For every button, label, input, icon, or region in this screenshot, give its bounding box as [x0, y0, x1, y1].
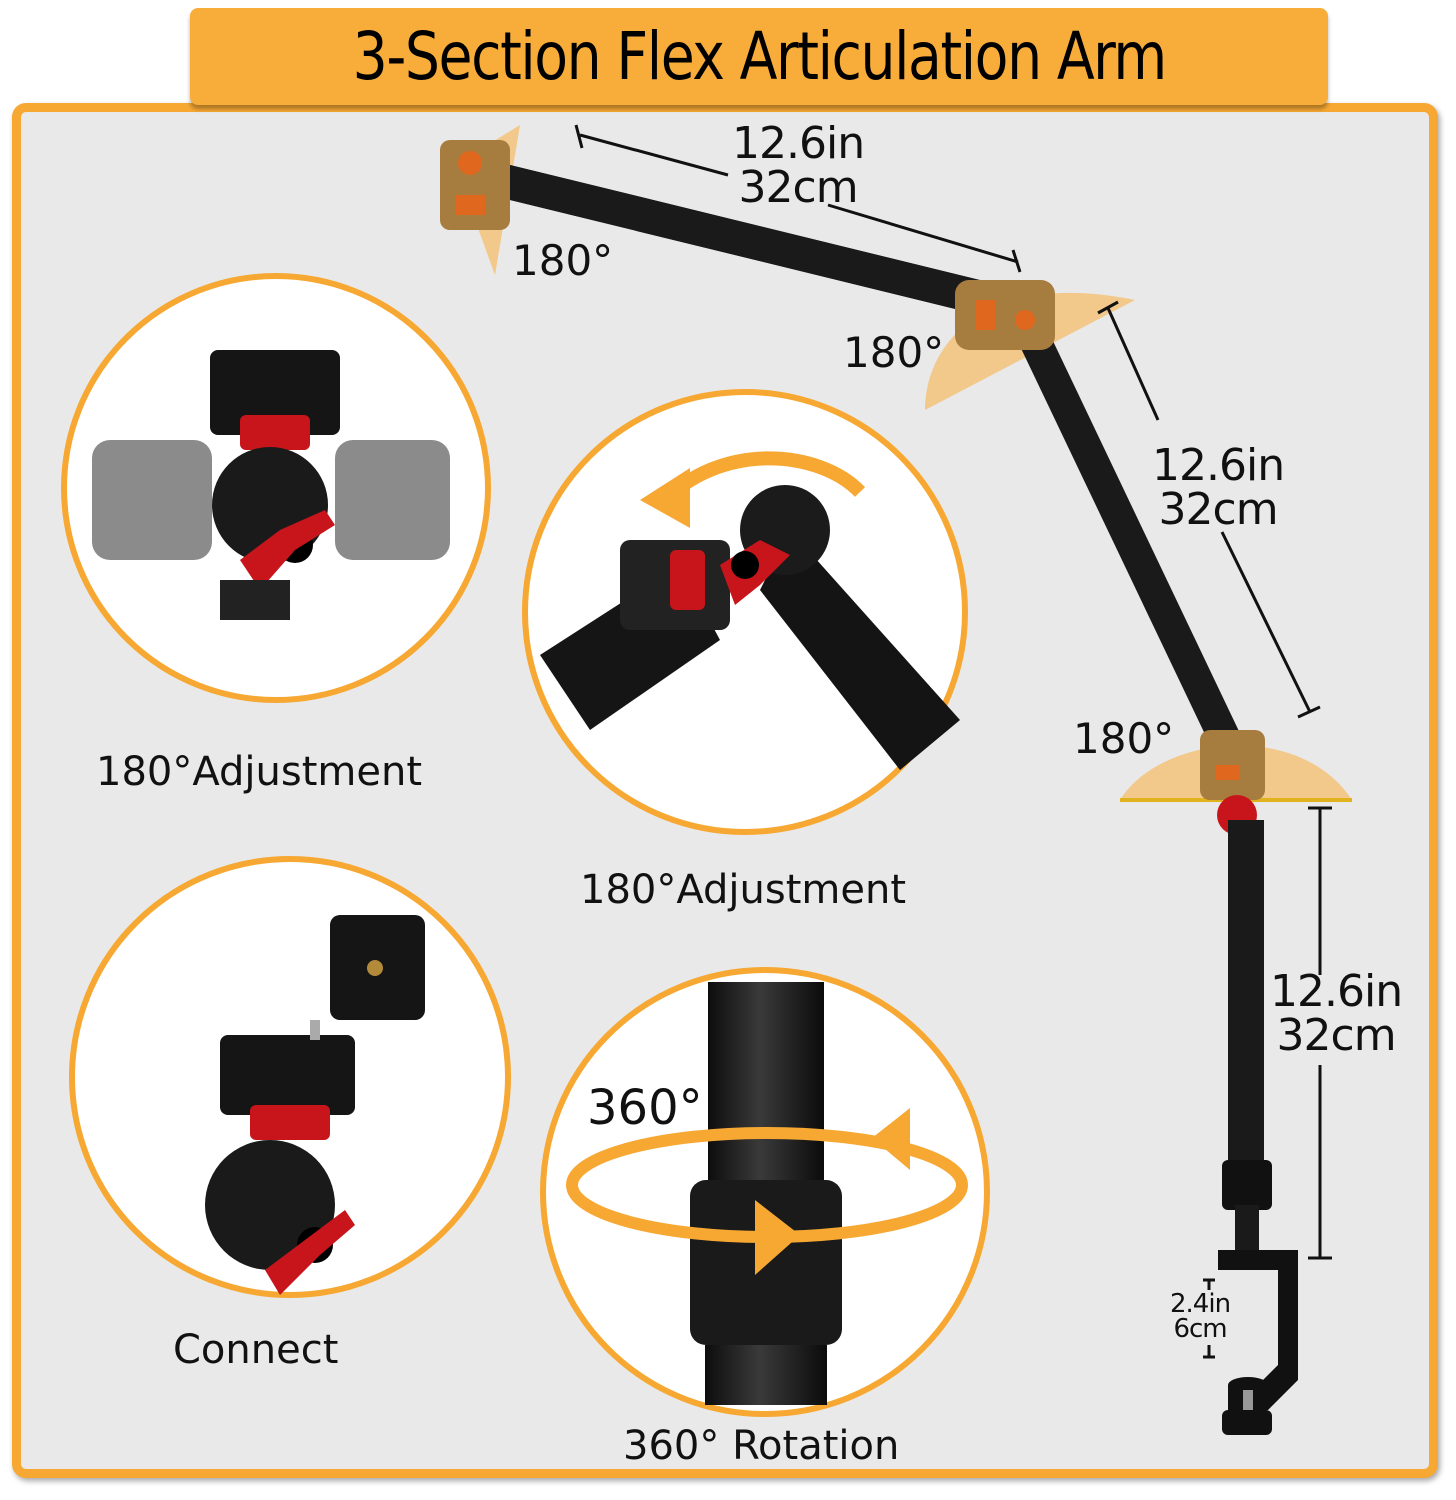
rotation-angle-label: 360°	[587, 1080, 703, 1136]
caption-connect: Connect	[173, 1327, 339, 1373]
caption-rotation: 360° Rotation	[623, 1423, 900, 1469]
joint-2-angle: 180°	[843, 328, 945, 377]
rotate-arrow-icon	[640, 468, 690, 528]
main-arm	[440, 125, 1352, 1435]
caption-ball-head: 180°Adjustment	[96, 749, 422, 795]
detail-circle-connect	[69, 856, 511, 1298]
caption-joint: 180°Adjustment	[580, 867, 906, 913]
joint-1-angle: 180°	[512, 236, 614, 285]
page-title: 3-Section Flex Articulation Arm	[352, 18, 1167, 95]
desk-clamp	[1218, 1250, 1298, 1410]
joint-3-angle: 180°	[1073, 714, 1175, 763]
title-banner: 3-Section Flex Articulation Arm	[190, 8, 1328, 105]
detail-circle-joint	[522, 389, 968, 835]
detail-circle-ball-head	[61, 273, 491, 703]
detail-circle-rotation	[540, 967, 990, 1417]
dimension-lines	[574, 124, 1332, 1359]
